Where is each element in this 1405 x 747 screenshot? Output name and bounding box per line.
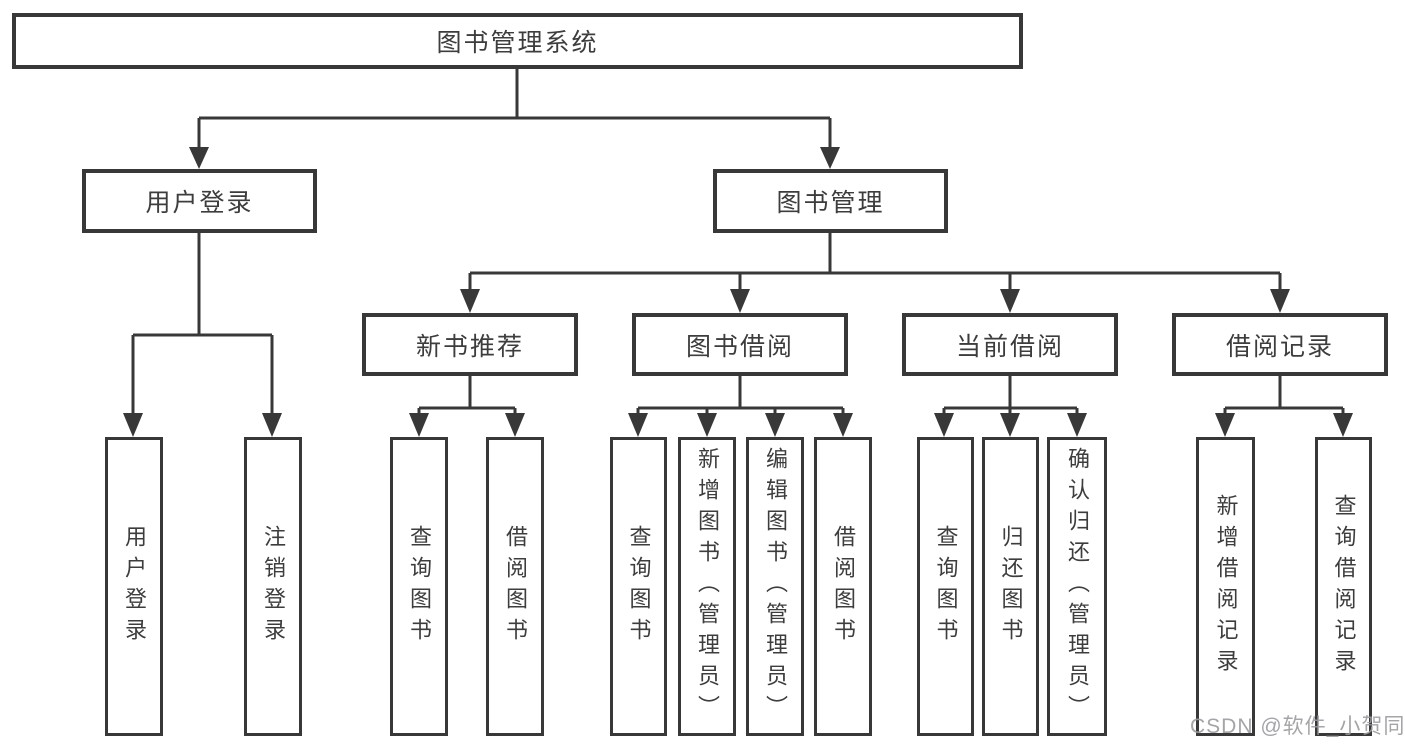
connector-book-management-to-level3 <box>468 233 1282 291</box>
node-current-borrowing: 当前借阅 <box>902 313 1118 376</box>
node-label: 编辑图书（管理员） <box>763 447 788 726</box>
node-label: 查询图书 <box>407 524 432 649</box>
node-label: 图书管理 <box>776 189 885 217</box>
node-root: 图书管理系统 <box>12 13 1023 69</box>
node-label: 图书管理系统 <box>436 29 599 57</box>
node-book-management: 图书管理 <box>713 169 948 233</box>
connector-root-to-level2 <box>197 69 832 150</box>
connector-current-borrow-to-leaves <box>942 376 1079 415</box>
node-label: 查询借阅记录 <box>1331 493 1357 680</box>
leaf-current-confirm-return-admin: 确认归还（管理员） <box>1047 437 1107 736</box>
node-label: 图书借阅 <box>685 332 794 361</box>
leaf-borrow-add-book-admin: 新增图书（管理员） <box>678 437 736 736</box>
node-label: 确认归还（管理员） <box>1065 447 1090 726</box>
leaf-newbook-borrow-book: 借阅图书 <box>486 437 544 736</box>
leaf-borrow-borrow-book: 借阅图书 <box>814 437 872 736</box>
arrowheads <box>123 147 1353 437</box>
node-borrowing-records: 借阅记录 <box>1172 313 1388 376</box>
leaf-current-query-book: 查询图书 <box>917 437 974 736</box>
connector-new-book-to-leaves <box>417 376 517 415</box>
leaf-logout: 注销登录 <box>244 437 302 736</box>
node-label: 注销登录 <box>261 524 286 649</box>
node-label: 用户登录 <box>145 189 254 217</box>
connector-user-login-to-leaves <box>131 233 274 416</box>
connector-book-borrow-to-leaves <box>636 376 845 415</box>
leaf-records-add-record: 新增借阅记录 <box>1196 437 1255 736</box>
node-label: 查询图书 <box>626 524 652 649</box>
node-user-login: 用户登录 <box>82 169 317 233</box>
leaf-borrow-query-book: 查询图书 <box>610 437 667 736</box>
node-label: 借阅记录 <box>1225 332 1334 361</box>
leaf-records-query-record: 查询借阅记录 <box>1315 437 1372 736</box>
watermark: CSDN @软件_小贺同学 <box>1190 715 1405 738</box>
leaf-user-login: 用户登录 <box>105 437 163 736</box>
connector-borrow-record-to-leaves <box>1223 376 1345 415</box>
node-label: 新增图书（管理员） <box>695 447 720 726</box>
node-label: 查询图书 <box>933 524 959 649</box>
node-label: 借阅图书 <box>503 524 528 649</box>
node-label: 新增借阅记录 <box>1213 493 1239 680</box>
node-label: 归还图书 <box>998 524 1024 649</box>
node-book-borrowing: 图书借阅 <box>632 313 848 376</box>
node-label: 当前借阅 <box>955 332 1064 361</box>
node-label: 新书推荐 <box>415 332 524 361</box>
leaf-newbook-query-book: 查询图书 <box>390 437 448 736</box>
node-label: 用户登录 <box>122 524 147 649</box>
node-label: 借阅图书 <box>831 524 856 649</box>
node-new-book-recommendation: 新书推荐 <box>362 313 578 376</box>
leaf-borrow-edit-book-admin: 编辑图书（管理员） <box>746 437 804 736</box>
leaf-current-return-book: 归还图书 <box>982 437 1039 736</box>
